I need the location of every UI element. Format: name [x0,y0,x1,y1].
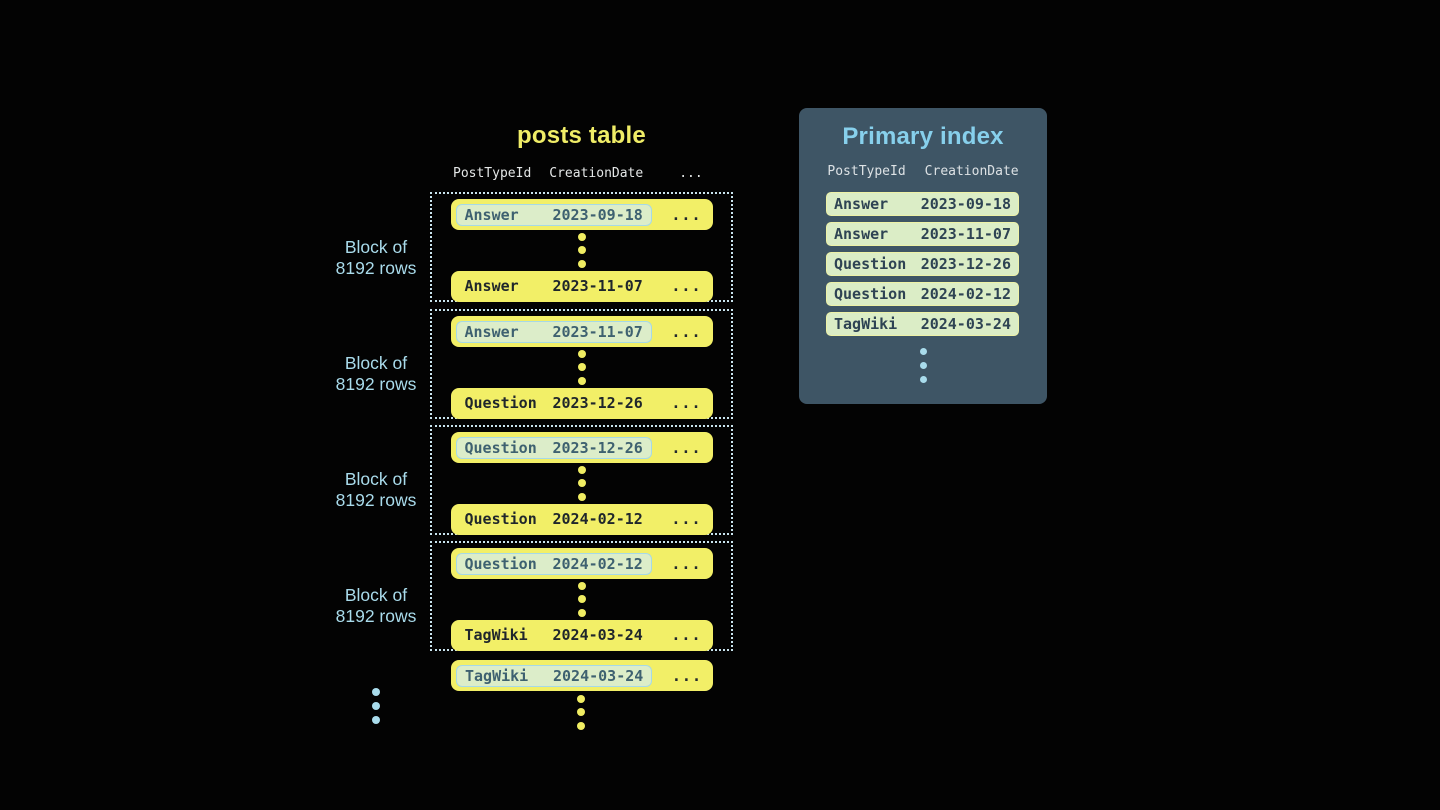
block-3-label: Block of 8192 rows [335,469,417,510]
row-block-1: Answer 2023-09-18 ... Answer 2023-11-07 … [430,192,733,302]
row-more-columns: ... [671,394,702,413]
row-more-columns: ... [671,554,702,573]
index-row: Question 2023-12-26 [826,252,1019,276]
table-row-last: Question 2023-12-26 ... [450,387,713,419]
index-entry-highlight: Question 2023-12-26 [455,436,652,459]
vertical-ellipsis-icon [577,692,585,733]
table-row-first: Question 2023-12-26 ... [450,432,713,463]
more-blocks-ellipsis-icon [372,685,380,727]
index-entry-highlight: Question 2024-02-12 [455,552,652,575]
row-more-columns: ... [671,666,702,685]
block-1-label: Block of 8192 rows [335,237,417,278]
index-row: Answer 2023-11-07 [826,222,1019,246]
row-more-columns: ... [671,438,702,457]
block-4-label: Block of 8192 rows [335,585,417,626]
table-row-last: Question 2024-02-12 ... [450,503,713,535]
table-row-first: Question 2024-02-12 ... [450,548,713,579]
posts-col-posttypeid: PostTypeId [453,166,532,181]
index-row: Question 2024-02-12 [826,282,1019,306]
index-row: Answer 2023-09-18 [826,192,1019,216]
primary-index-column-headers: PostTypeId CreationDate [799,164,1047,179]
vertical-ellipsis-icon [577,463,586,504]
table-row-first: Answer 2023-09-18 ... [450,199,713,230]
table-row-last: Answer 2023-11-07 ... [450,270,713,302]
index-col-posttypeid: PostTypeId [827,164,906,179]
index-row: TagWiki 2024-03-24 [826,312,1019,336]
table-row-first: Answer 2023-11-07 ... [450,316,713,347]
index-entry-highlight: Answer 2023-11-07 [455,320,652,343]
table-row-last: TagWiki 2024-03-24 ... [450,619,713,651]
table-row-next-block-first: TagWiki 2024-03-24 ... [451,660,713,691]
index-col-creationdate: CreationDate [924,164,1019,179]
row-more-columns: ... [671,205,702,224]
vertical-ellipsis-icon [577,347,586,388]
block-2-label: Block of 8192 rows [335,353,417,394]
vertical-ellipsis-icon [577,579,586,620]
row-more-columns: ... [671,626,702,645]
row-block-4: Question 2024-02-12 ... TagWiki 2024-03-… [430,541,733,651]
index-entry-highlight: Answer 2023-09-18 [455,203,652,226]
vertical-ellipsis-icon [577,230,586,271]
row-more-columns: ... [671,322,702,341]
posts-table-column-headers: PostTypeId CreationDate ... [430,166,733,181]
row-more-columns: ... [671,510,702,529]
posts-col-creationdate: CreationDate [549,166,644,181]
row-block-2: Answer 2023-11-07 ... Question 2023-12-2… [430,309,733,419]
index-entry-highlight: TagWiki 2024-03-24 [456,664,653,687]
primary-index-panel: Primary index PostTypeId CreationDate An… [799,108,1047,404]
more-index-entries-ellipsis-icon [799,344,1047,386]
row-more-columns: ... [671,277,702,296]
primary-index-title: Primary index [842,123,1004,150]
posts-col-more: ... [679,166,703,181]
posts-table-title: posts table [517,122,646,149]
row-block-3: Question 2023-12-26 ... Question 2024-02… [430,425,733,535]
primary-index-rows: Answer 2023-09-18 Answer 2023-11-07 Ques… [826,192,1019,336]
